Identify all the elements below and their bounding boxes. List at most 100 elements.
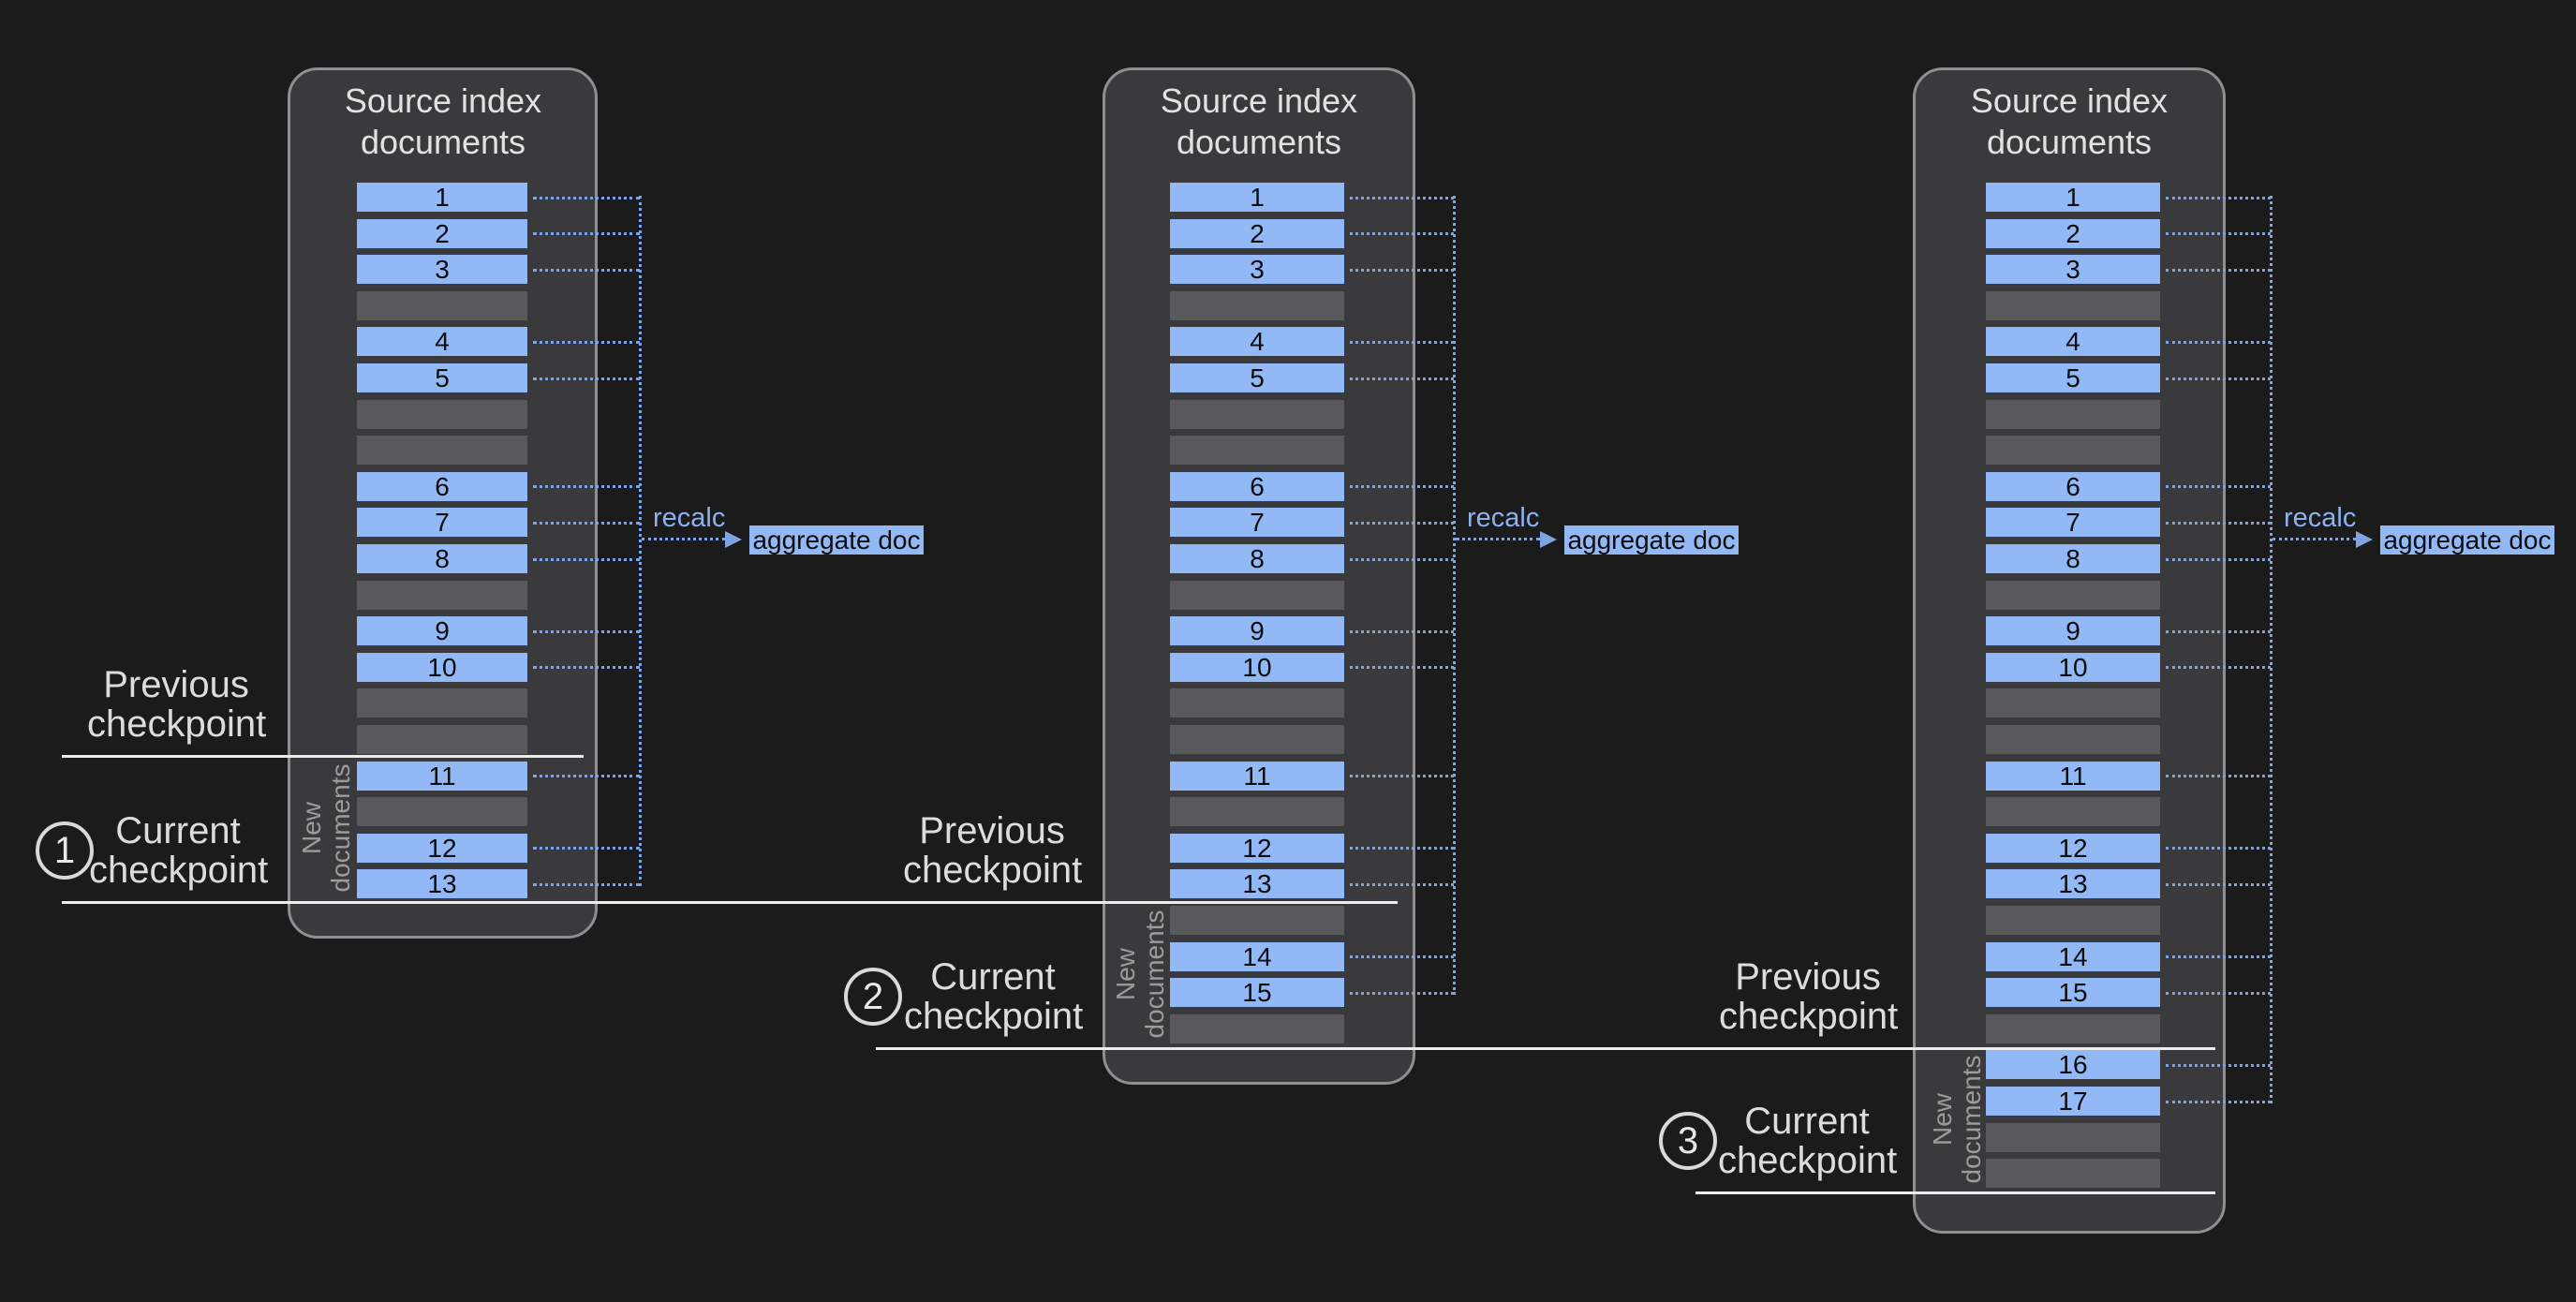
- placeholder-row: [1170, 688, 1344, 718]
- placeholder-row: [357, 291, 527, 320]
- placeholder-row: [1986, 797, 2160, 826]
- connector-dotted-line: [2166, 522, 2271, 525]
- connector-dotted-line: [2166, 197, 2271, 200]
- document-row: 3: [1170, 255, 1344, 284]
- connector-dotted-line: [1350, 558, 1454, 561]
- new-documents-label: New documents: [1928, 1055, 1986, 1184]
- connector-dotted-line: [1350, 847, 1454, 850]
- document-row: 9: [1986, 616, 2160, 645]
- document-row: 17: [1986, 1087, 2160, 1116]
- connector-dotted-line: [1350, 992, 1454, 995]
- checkpoint-label-line: Previous: [1735, 956, 1881, 998]
- document-row: 5: [1170, 363, 1344, 392]
- bracket-line: [2270, 196, 2273, 1103]
- connector-dotted-line: [2166, 377, 2271, 380]
- connector-dotted-line: [1350, 197, 1454, 200]
- panel-title: Source index documents: [344, 81, 542, 161]
- placeholder-row: [1986, 1123, 2160, 1152]
- document-row: 15: [1986, 978, 2160, 1007]
- document-row: 5: [357, 363, 527, 392]
- connector-dotted-line: [533, 847, 640, 850]
- checkpoint-label-line: checkpoint: [1719, 996, 1899, 1037]
- document-row: 5: [1986, 363, 2160, 392]
- placeholder-row: [357, 436, 527, 465]
- connector-dotted-line: [533, 232, 640, 235]
- connector-dotted-line: [2166, 1064, 2271, 1067]
- document-row: 1: [1170, 183, 1344, 212]
- document-row: 6: [1170, 472, 1344, 501]
- connector-dotted-line: [2166, 955, 2271, 958]
- document-row: 7: [1170, 508, 1344, 537]
- document-row: 10: [357, 653, 527, 682]
- checkpoint-label-line: checkpoint: [89, 850, 269, 891]
- connector-dotted-line: [533, 775, 640, 777]
- connector-dotted-line: [2166, 558, 2271, 561]
- connector-dotted-line: [1350, 377, 1454, 380]
- bracket-line: [639, 196, 642, 886]
- connector-dotted-line: [2166, 485, 2271, 488]
- recalc-label: recalc: [1467, 503, 1540, 533]
- placeholder-row: [357, 400, 527, 429]
- checkpoint-label-line: Current: [1744, 1101, 1870, 1142]
- connector-dotted-line: [533, 485, 640, 488]
- placeholder-row: [1170, 725, 1344, 754]
- document-row: 12: [1986, 834, 2160, 863]
- document-row: 7: [357, 508, 527, 537]
- document-row: 2: [1170, 219, 1344, 248]
- step-number-badge: 1: [36, 821, 94, 880]
- panel-title: Source index documents: [1970, 81, 2169, 161]
- placeholder-row: [1170, 1014, 1344, 1043]
- recalc-label: recalc: [2284, 503, 2357, 533]
- bracket-line: [1453, 196, 1456, 995]
- checkpoint-label-line: Previous: [103, 664, 249, 705]
- placeholder-row: [1986, 581, 2160, 610]
- connector-dotted-line: [2166, 847, 2271, 850]
- placeholder-row: [1170, 797, 1344, 826]
- placeholder-row: [1986, 1159, 2160, 1188]
- connector-dotted-line: [2166, 341, 2271, 344]
- document-row: 8: [1170, 544, 1344, 573]
- document-row: 9: [357, 616, 527, 645]
- panel-title: Source index documents: [1160, 81, 1358, 161]
- step-number-badge: 3: [1659, 1112, 1717, 1170]
- placeholder-row: [1986, 725, 2160, 754]
- checkpoint-label-line: Current: [930, 956, 1056, 998]
- connector-dotted-line: [533, 522, 640, 525]
- placeholder-row: [357, 797, 527, 826]
- connector-dotted-line: [533, 197, 640, 200]
- connector-dotted-line: [2166, 775, 2271, 777]
- new-documents-label: New documents: [297, 763, 355, 893]
- placeholder-row: [357, 725, 527, 754]
- document-row: 14: [1170, 942, 1344, 971]
- aggregate-doc-box: aggregate doc: [2380, 525, 2554, 555]
- document-row: 11: [1170, 762, 1344, 791]
- checkpoint-label-line: checkpoint: [904, 996, 1084, 1037]
- document-row: 13: [357, 869, 527, 898]
- placeholder-row: [1986, 906, 2160, 935]
- aggregate-doc-box: aggregate doc: [1564, 525, 1739, 555]
- placeholder-row: [1986, 436, 2160, 465]
- connector-dotted-line: [2166, 630, 2271, 633]
- placeholder-row: [1170, 436, 1344, 465]
- document-row: 7: [1986, 508, 2160, 537]
- placeholder-row: [1170, 581, 1344, 610]
- checkpoint-line: [876, 1047, 2215, 1050]
- connector-dotted-line: [1350, 883, 1454, 886]
- document-row: 12: [1170, 834, 1344, 863]
- document-row: 10: [1170, 653, 1344, 682]
- connector-dotted-line: [2166, 992, 2271, 995]
- document-row: 6: [357, 472, 527, 501]
- placeholder-row: [1986, 1014, 2160, 1043]
- aggregate-doc-box: aggregate doc: [749, 525, 924, 555]
- placeholder-row: [357, 688, 527, 718]
- connector-dotted-line: [1350, 341, 1454, 344]
- checkpoint-line: [62, 901, 1398, 904]
- arrow-head-icon: [1540, 531, 1557, 548]
- document-row: 2: [1986, 219, 2160, 248]
- placeholder-row: [1986, 291, 2160, 320]
- connector-dotted-line: [533, 666, 640, 669]
- recalc-arrow: [2273, 538, 2356, 540]
